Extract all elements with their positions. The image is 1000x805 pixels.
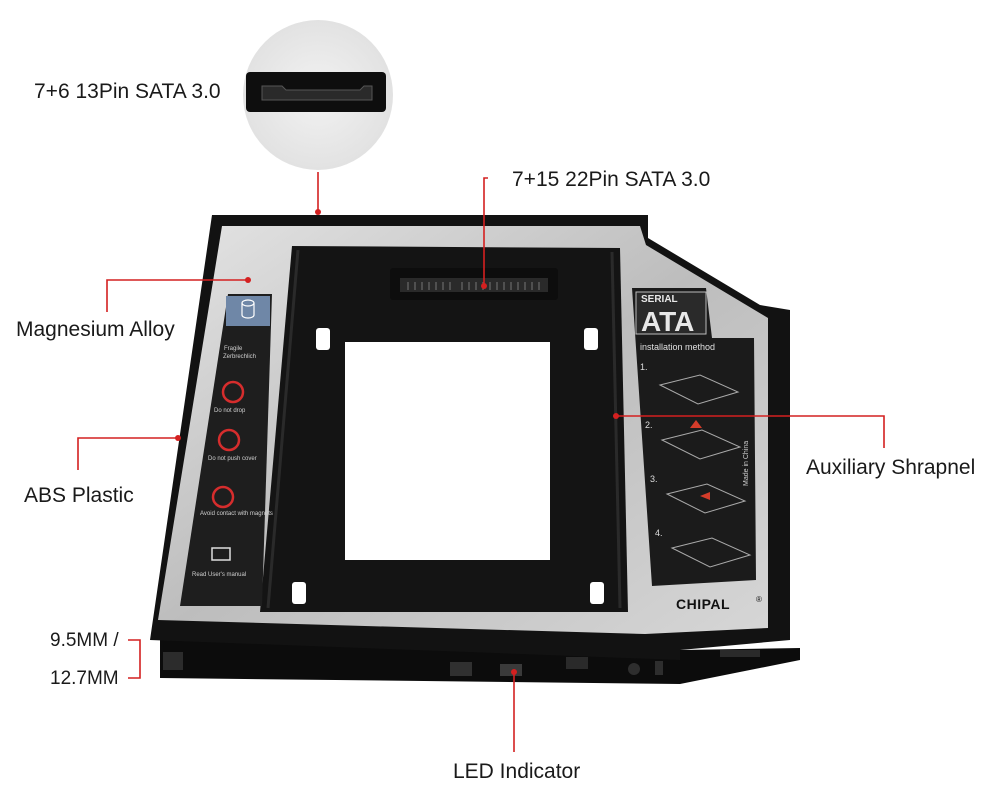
step-4: 4. bbox=[655, 528, 663, 538]
caddy-side-panel bbox=[160, 638, 800, 684]
ata-text: ATA bbox=[641, 306, 694, 337]
brand-registered: ® bbox=[756, 595, 762, 604]
callout-abs: ABS Plastic bbox=[24, 484, 134, 507]
connector-zoom-circle bbox=[243, 20, 393, 170]
callout-dots bbox=[175, 209, 619, 675]
callout-led: LED Indicator bbox=[453, 760, 581, 783]
sticker-text-5: Avoid contact with magnets bbox=[200, 511, 273, 517]
tray-rails bbox=[266, 249, 622, 609]
sticker-text-6: Read User's manual bbox=[192, 572, 246, 578]
tray-window bbox=[345, 342, 550, 560]
callout-22pin: 7+15 22Pin SATA 3.0 bbox=[512, 168, 711, 191]
sticker-text-4: Do not push cover bbox=[208, 456, 257, 462]
installation-method-text: installation method bbox=[640, 342, 715, 352]
serial-text: SERIAL bbox=[641, 294, 678, 305]
mount-holes bbox=[292, 328, 604, 604]
step-2: 2. bbox=[645, 420, 653, 430]
sata-22pin-connector bbox=[390, 268, 558, 300]
installation-label: SERIAL ATA installation method 1. 2. 3. … bbox=[632, 288, 762, 612]
sticker-text-2: Zerbrechlich bbox=[223, 354, 256, 360]
warning-sticker: Fragile Zerbrechlich Do not drop Do not … bbox=[180, 294, 273, 606]
brand-text: CHIPAL bbox=[676, 596, 730, 612]
sticker-text-3: Do not drop bbox=[214, 408, 246, 414]
callout-13pin: 7+6 13Pin SATA 3.0 bbox=[34, 80, 221, 103]
callout-magnesium: Magnesium Alloy bbox=[16, 318, 175, 341]
dimension-label-2: 12.7MM bbox=[50, 668, 119, 689]
made-in-text: Made in China bbox=[743, 441, 750, 486]
sticker-text-1: Fragile bbox=[224, 346, 243, 352]
callout-shrapnel: Auxiliary Shrapnel bbox=[806, 456, 976, 479]
step-3: 3. bbox=[650, 474, 658, 484]
step-1: 1. bbox=[640, 362, 648, 372]
callout-lines bbox=[77, 172, 885, 752]
dimension-label-1: 9.5MM / bbox=[50, 630, 119, 651]
